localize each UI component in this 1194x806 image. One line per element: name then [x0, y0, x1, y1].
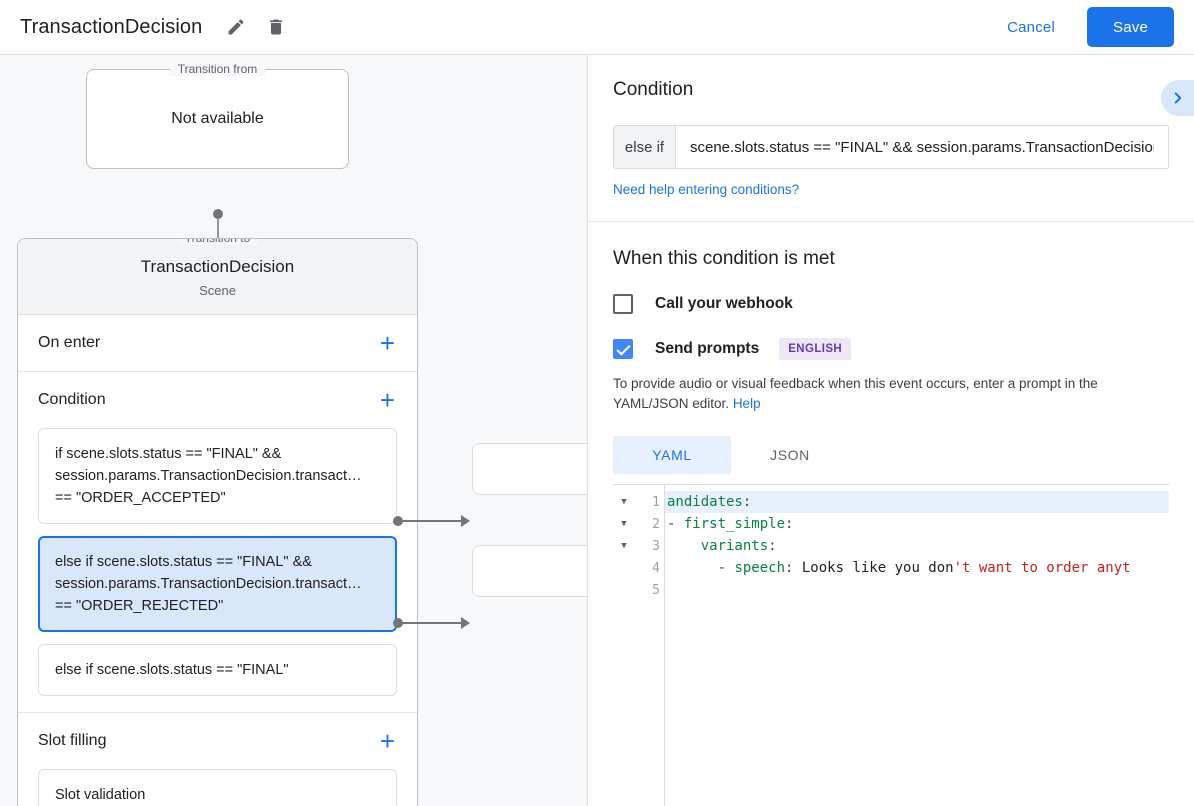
line-number: 3: [652, 538, 660, 554]
scene-title: TransactionDecision: [140, 257, 295, 276]
code-line-1: andidates:: [665, 491, 1169, 513]
webhook-row: Call your webhook: [613, 294, 1169, 314]
line-number: 1: [652, 494, 660, 510]
code-line-5: [665, 579, 1169, 601]
need-help-link[interactable]: Need help entering conditions?: [613, 182, 800, 197]
panel-heading-condition: Condition: [613, 79, 694, 100]
fold-toggle-icon[interactable]: ▼: [621, 497, 627, 507]
transition-to-card: Transition to TransactionDecision Scene …: [17, 238, 418, 806]
gutter-row: 5: [613, 579, 664, 601]
top-bar: TransactionDecision Cancel Save: [0, 0, 1194, 55]
add-condition-button[interactable]: +: [379, 385, 395, 415]
tab-json[interactable]: JSON: [770, 447, 810, 463]
yaml-value-string: 't want to order anyt: [953, 560, 1131, 576]
send-prompts-row: Send prompts ENGLISH: [613, 338, 1169, 360]
gutter-row: 4: [613, 557, 664, 579]
yaml-key: andidates: [667, 494, 743, 510]
details-panel: Condition else if Need help entering con…: [587, 55, 1194, 806]
line-number: 2: [652, 516, 660, 532]
edge-condition-1: [393, 515, 473, 527]
fold-toggle-icon[interactable]: ▼: [621, 519, 627, 529]
section-title-slot-filling: Slot filling: [38, 732, 107, 749]
edge-condition-2: [393, 617, 473, 629]
chevron-right-icon[interactable]: [1161, 80, 1194, 116]
condition-input-row: else if: [613, 125, 1169, 169]
edge-dot: [393, 618, 403, 628]
yaml-colon: :: [785, 516, 794, 532]
cancel-button[interactable]: Cancel: [997, 11, 1065, 44]
scene-subtitle: Scene: [199, 283, 236, 298]
edge-dot: [393, 516, 403, 526]
fold-toggle-icon[interactable]: ▼: [621, 541, 627, 551]
section-condition: Condition + if scene.slots.status == "FI…: [18, 372, 417, 713]
edge-line: [402, 520, 464, 522]
add-on-enter-button[interactable]: +: [379, 328, 395, 358]
prompts-helper-sentence: To provide audio or visual feedback when…: [613, 376, 1098, 411]
send-prompts-checkbox[interactable]: [613, 339, 633, 359]
code-editor[interactable]: ▼1 ▼2 ▼3 4 5 andidates: - first_simple: …: [613, 484, 1169, 806]
when-condition-heading: When this condition is met: [613, 248, 835, 269]
gutter-row: ▼3: [613, 535, 664, 557]
condition-card-selected[interactable]: else if scene.slots.status == "FINAL" &&…: [38, 536, 397, 632]
yaml-dash: -: [667, 516, 684, 532]
code-line-2: - first_simple:: [665, 513, 1169, 535]
condition-prefix-label: else if: [614, 126, 676, 168]
transition-from-legend: Transition from: [169, 62, 266, 76]
tab-yaml[interactable]: YAML: [613, 436, 731, 474]
section-title-condition: Condition: [38, 391, 106, 408]
section-on-enter: On enter +: [18, 315, 417, 372]
section-header-on-enter: On enter +: [38, 315, 397, 371]
scene-header[interactable]: TransactionDecision Scene: [18, 239, 417, 315]
gutter-row: ▼1: [613, 491, 664, 513]
language-badge: ENGLISH: [779, 338, 852, 360]
pencil-icon[interactable]: [224, 15, 248, 39]
edge-arrowhead: [461, 515, 470, 527]
yaml-colon: :: [768, 538, 777, 554]
target-node-stub[interactable]: [472, 443, 587, 495]
condition-editor-block: Condition else if Need help entering con…: [588, 55, 1194, 222]
trash-icon[interactable]: [264, 15, 288, 39]
edge-line: [402, 622, 464, 624]
when-condition-met-block: When this condition is met Call your web…: [588, 222, 1194, 806]
page-title: TransactionDecision: [20, 15, 203, 38]
section-slot-filling: Slot filling + Slot validation: [18, 713, 417, 806]
yaml-key: variants: [700, 538, 769, 554]
code-line-4: - speech: Looks like you don't want to o…: [665, 557, 1169, 579]
section-title-on-enter: On enter: [38, 334, 101, 351]
save-button[interactable]: Save: [1087, 7, 1174, 47]
condition-list: if scene.slots.status == "FINAL" && sess…: [38, 428, 397, 712]
code-line-3: variants:: [665, 535, 1169, 557]
condition-card[interactable]: if scene.slots.status == "FINAL" && sess…: [38, 428, 397, 524]
flow-canvas: Transition from Not available Transition…: [0, 55, 587, 806]
prompts-helper-text: To provide audio or visual feedback when…: [613, 374, 1169, 414]
slot-filling-list: Slot validation: [38, 769, 397, 806]
editor-format-tabs: YAML JSON: [613, 436, 1169, 474]
yaml-value-text: Looks like you don: [801, 560, 954, 576]
section-header-condition: Condition +: [38, 372, 397, 428]
yaml-dash: -: [717, 560, 735, 576]
send-prompts-label: Send prompts: [655, 340, 760, 357]
add-slot-filling-button[interactable]: +: [379, 726, 395, 756]
help-link[interactable]: Help: [732, 396, 761, 411]
section-header-slot-filling: Slot filling +: [38, 713, 397, 769]
call-webhook-label: Call your webhook: [655, 295, 793, 312]
editor-code-area[interactable]: andidates: - first_simple: variants: - s…: [665, 485, 1169, 806]
edge-arrowhead: [461, 617, 470, 629]
line-number: 5: [652, 582, 660, 598]
condition-input[interactable]: [676, 126, 1168, 168]
line-number: 4: [652, 560, 660, 576]
yaml-key: speech: [734, 560, 786, 576]
editor-gutter: ▼1 ▼2 ▼3 4 5: [613, 485, 665, 806]
gutter-row: ▼2: [613, 513, 664, 535]
transition-from-box[interactable]: Transition from Not available: [86, 62, 349, 169]
yaml-colon: :: [742, 494, 752, 510]
target-node-stub[interactable]: [472, 545, 587, 597]
yaml-colon: :: [785, 560, 802, 576]
transition-to-legend: Transition to: [176, 239, 259, 245]
call-webhook-checkbox[interactable]: [613, 294, 633, 314]
transition-from-value: Not available: [171, 110, 264, 127]
condition-card[interactable]: else if scene.slots.status == "FINAL": [38, 644, 397, 696]
slot-validation-card[interactable]: Slot validation: [38, 769, 397, 806]
yaml-key: first_simple: [683, 516, 786, 532]
